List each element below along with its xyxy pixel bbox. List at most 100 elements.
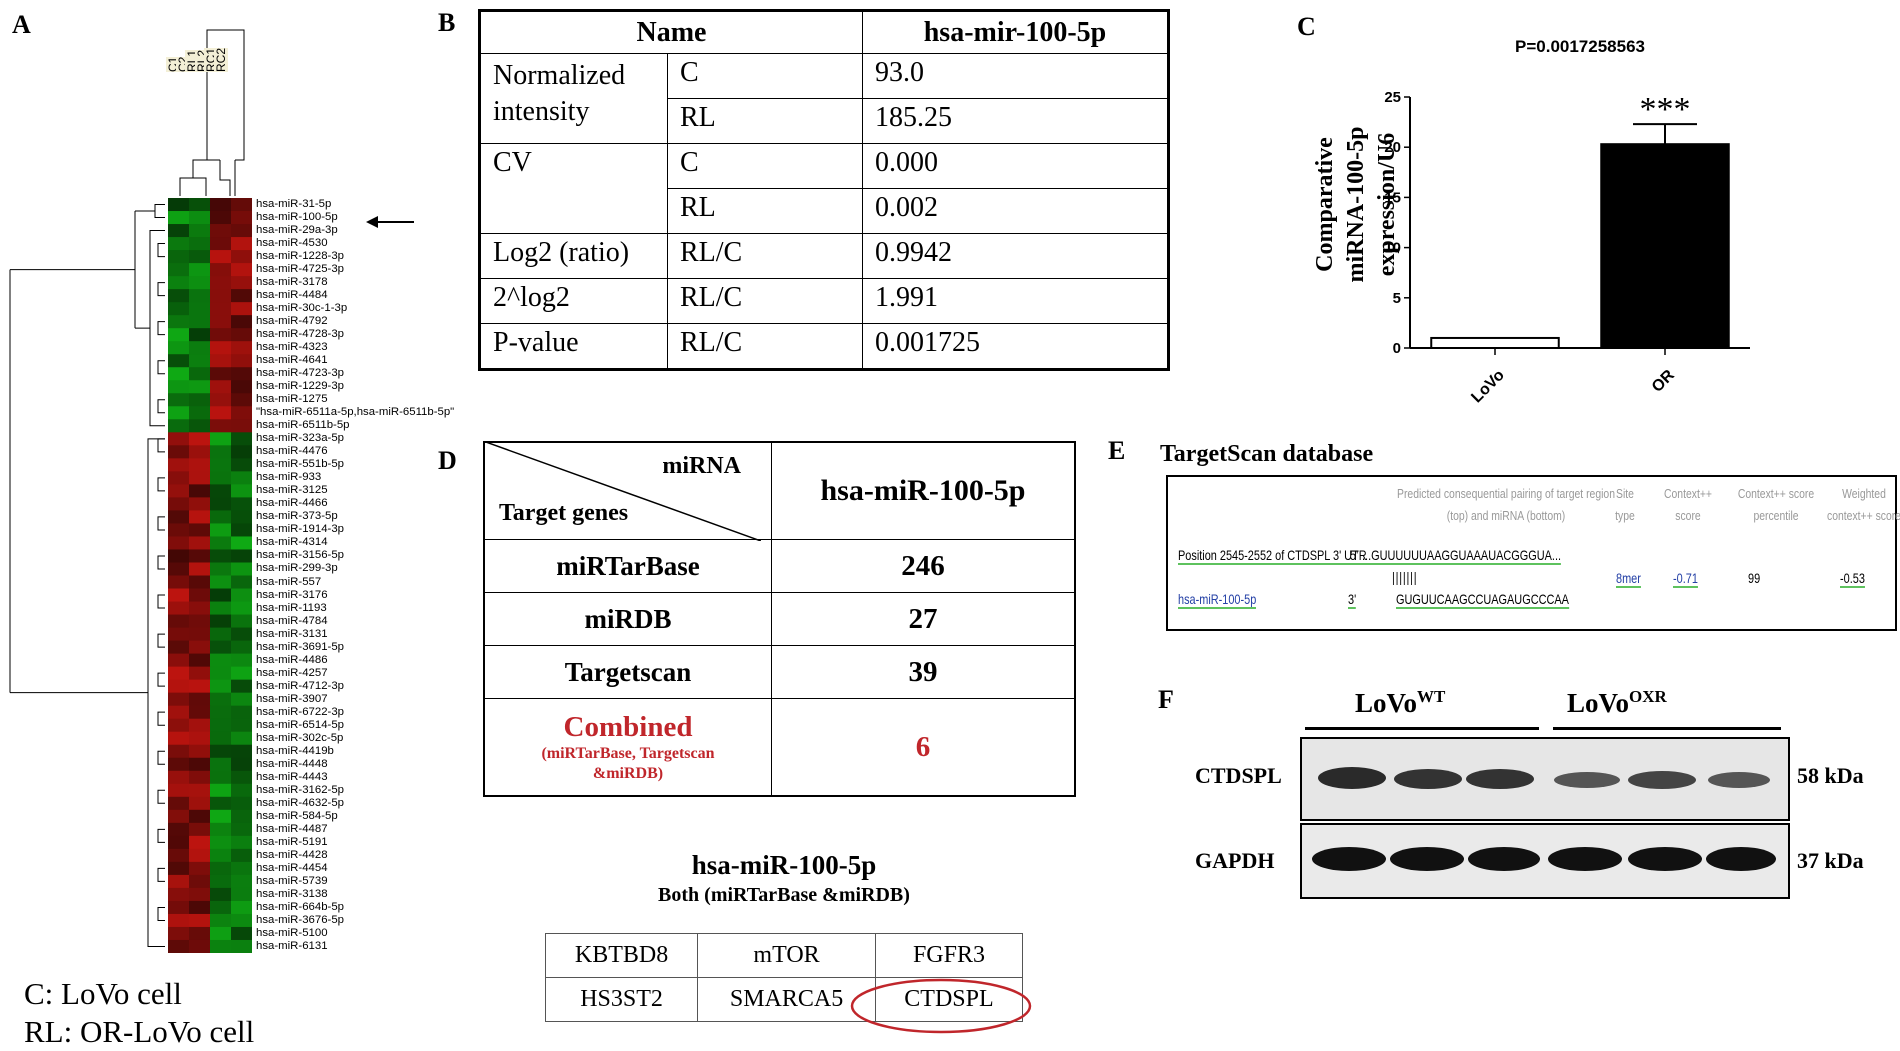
heatmap-cell [189,406,211,420]
mirna-label: hsa-miR-3176 [256,588,328,601]
heatmap-cell [168,497,190,511]
head-weighted: Weighted context++ score [1827,486,1900,523]
heatmap-cell [210,523,232,537]
heatmap-cell [168,276,190,290]
mirna-label: hsa-miR-4484 [256,289,328,302]
heatmap-cell [189,328,211,342]
heatmap-cell [189,237,211,251]
heatmap-cell [231,848,252,863]
site-type-link[interactable]: 8mer [1616,570,1641,588]
mirna-label: hsa-miR-3178 [256,276,328,289]
heatmap-cell [189,536,211,550]
mirna-label: hsa-miR-584-5p [256,809,338,822]
heatmap-cell [168,757,190,772]
panel-e-letter: E [1108,436,1126,465]
mirna-label: hsa-miR-5739 [256,874,328,887]
heatmap-cell [168,237,190,251]
heatmap-cell [231,861,252,876]
group-cell: RL/C [667,278,863,324]
bar [1600,143,1730,349]
heatmap-cell [231,302,252,316]
group-cell: RL [667,188,863,234]
heatmap-cell [210,445,232,459]
heatmap-cell [231,432,252,446]
heatmap-cell [189,822,211,837]
heatmap-cell [189,575,211,590]
legend-rl: RL: OR-LoVo cell [24,1014,255,1049]
heatmap-cell [231,315,252,329]
combined-count: 6 [771,698,1076,797]
heatmap-cell [231,224,252,238]
heatmap-cell [168,445,190,459]
heatmap-cell [168,575,190,590]
heatmap-cell [189,627,211,642]
heatmap-cell [231,445,252,459]
heatmap-cell [168,913,190,928]
heatmap-cell [189,458,211,472]
heatmap-cell [210,367,232,381]
blot-gapdh [1300,823,1790,899]
heatmap-cell [189,900,211,915]
mirna-label: hsa-miR-933 [256,471,322,484]
mirna-label: hsa-miR-4419b [256,744,334,757]
heatmap-cell [210,393,232,407]
heatmap-cell [210,341,232,355]
heatmap-cell [189,224,211,238]
heatmap-cell [210,380,232,394]
mirna-label: hsa-miR-4428 [256,848,328,861]
heatmap-cell [189,913,211,928]
heatmap-cell [210,770,232,785]
heatmap-cell [210,705,232,720]
heatmap-cell [231,393,252,407]
heatmap-cell [189,263,211,277]
value-cell: 93.0 [862,53,1169,99]
heatmap-cell [189,731,211,746]
heatmap-cell [231,770,252,785]
value-cell: 0.000 [862,143,1169,189]
mirna-name-link[interactable]: hsa-miR-100-5p [1178,591,1257,609]
heatmap-cell [168,198,190,212]
heatmap-cell [210,731,232,746]
heatmap-cell [231,588,252,603]
band [1312,847,1386,871]
heatmap-cell [189,588,211,603]
context-score-link[interactable]: -0.71 [1673,570,1698,588]
protein-gapdh: GAPDH [1195,848,1275,873]
mirna-label: hsa-miR-3691-5p [256,640,344,653]
column-dendrogram [179,29,245,196]
heatmap-cell [231,380,252,394]
heatmap-cell [189,419,211,433]
heatmap-cell [231,757,252,772]
heatmap-cell [168,302,190,316]
band [1708,772,1770,788]
heatmap-cell [210,510,232,524]
heatmap-cell [189,692,211,707]
heatmap-cell [210,783,232,798]
heatmap-cell [231,458,252,472]
combined-sublabel-1: (miRTarBase, Targetscan [541,744,715,762]
heatmap-cell [168,874,190,889]
heatmap-cell [231,263,252,277]
heatmap-cell [210,601,232,616]
metric-pvalue: P-value [479,323,668,370]
band [1548,847,1622,871]
heatmap-cell [210,640,232,655]
mirna-label: hsa-miR-31-5p [256,198,332,210]
heatmap-cell [231,237,252,251]
heatmap-cell [231,289,252,303]
heatmap-cell [231,484,252,498]
heatmap-cell [189,367,211,381]
heatmap-cell [210,237,232,251]
heatmap-cell [168,380,190,394]
head-pairing: Predicted consequential pairing of targe… [1397,486,1615,523]
heatmap-cell [168,601,190,616]
heatmap-cell [210,432,232,446]
heatmap-cell [168,562,190,576]
heatmap-cell [189,445,211,459]
heatmap-cell [168,822,190,837]
weighted-value: -0.53 [1840,570,1865,588]
heatmap-cell [231,523,252,537]
metric-normalized: Normalized intensity [479,53,668,144]
heatmap-cell [231,536,252,550]
y-tick-label: 5 [1393,290,1401,307]
